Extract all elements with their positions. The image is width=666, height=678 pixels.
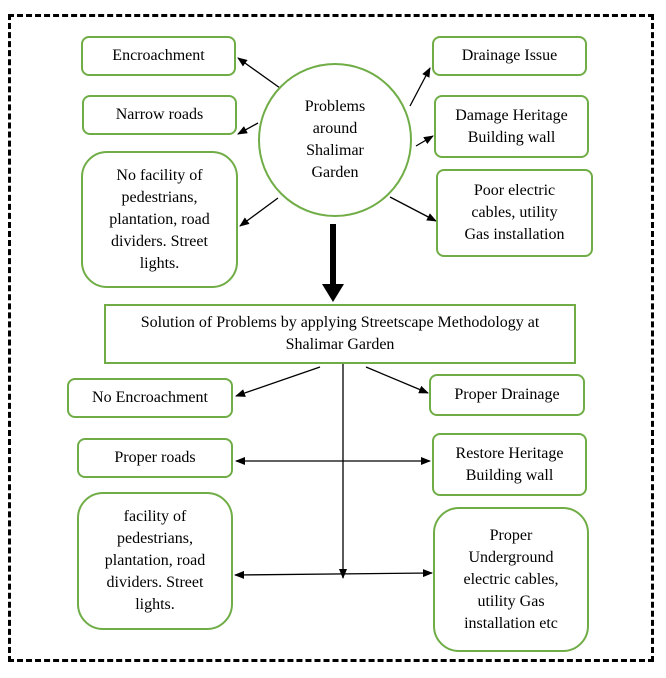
arrow-to-proper-drainage xyxy=(365,366,429,394)
problem-damage-heritage: Damage Heritage Building wall xyxy=(434,95,589,158)
problem-narrow-roads: Narrow roads xyxy=(82,95,237,135)
problem-poor-electric: Poor electric cables, utility Gas instal… xyxy=(436,169,593,257)
dashed-frame xyxy=(8,14,654,662)
problem-drainage-issue: Drainage Issue xyxy=(432,36,587,76)
arrow-to-poor-electric xyxy=(389,196,437,222)
arrow-to-no-encroachment xyxy=(235,366,321,397)
solution-proper-underground: Proper Underground electric cables, util… xyxy=(433,507,589,652)
arrow-to-encroachment xyxy=(237,57,281,89)
problem-encroachment: Encroachment xyxy=(81,36,236,76)
solution-restore-heritage: Restore Heritage Building wall xyxy=(432,433,587,496)
arrow-to-drainage-issue xyxy=(409,67,431,107)
solution-facility: facility of pedestrians, plantation, roa… xyxy=(77,492,233,630)
solution-no-encroachment: No Encroachment xyxy=(67,378,233,418)
arrow-to-damage-heritage xyxy=(415,135,434,147)
solution-proper-roads: Proper roads xyxy=(77,438,233,478)
problem-no-facility: No facility of pedestrians, plantation, … xyxy=(81,151,238,288)
solution-banner: Solution of Problems by applying Streets… xyxy=(104,304,576,364)
thick-down-arrowhead xyxy=(322,284,344,302)
solution-proper-drainage: Proper Drainage xyxy=(429,374,585,416)
arrow-to-no-facility xyxy=(239,197,279,227)
problems-center-circle: Problems around Shalimar Garden xyxy=(258,63,412,217)
arrow-to-narrow-roads xyxy=(237,122,259,135)
arrow-facility-underground xyxy=(234,569,433,579)
